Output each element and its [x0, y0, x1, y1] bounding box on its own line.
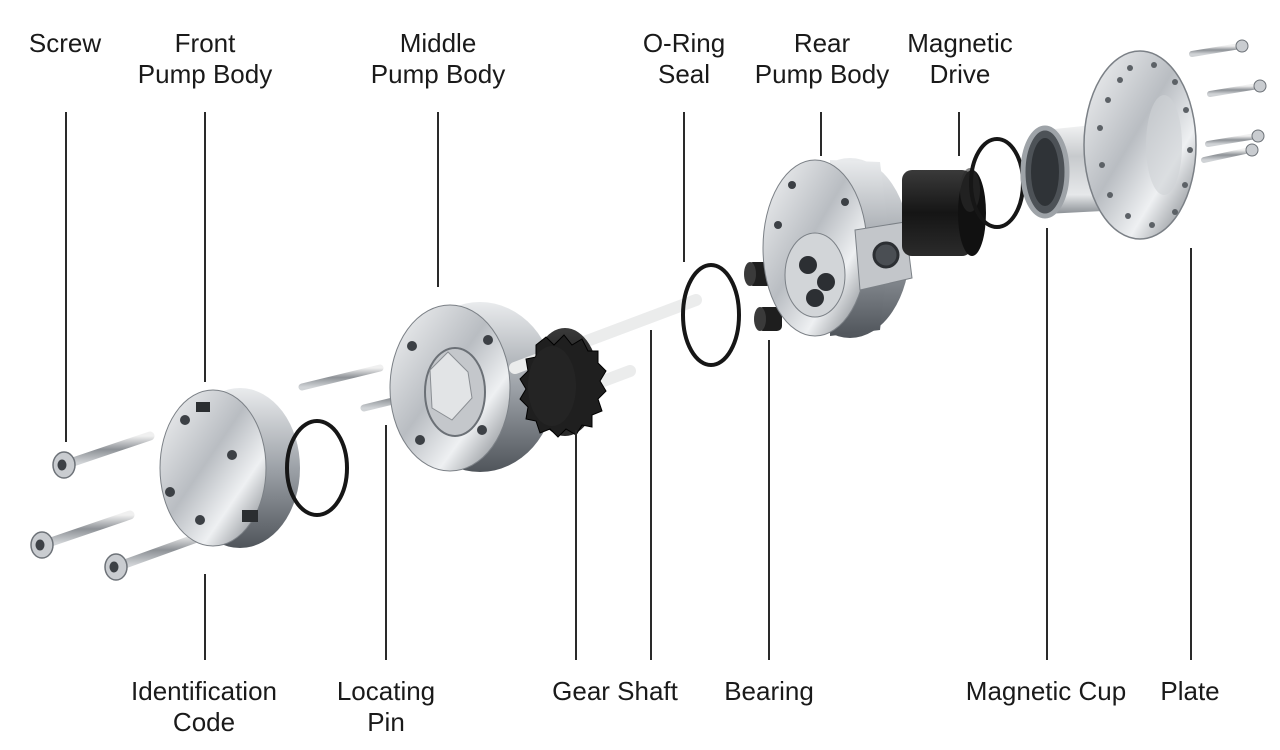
label-screw-line1: Screw — [28, 28, 102, 58]
label-magnetic-drive: Magnetic Drive — [907, 28, 1013, 90]
plate — [1083, 50, 1197, 240]
leader-front-pump-body — [204, 112, 206, 382]
label-rear-pump-body-line2: Pump Body — [754, 59, 890, 89]
label-magnetic-drive-line2: Drive — [929, 59, 991, 89]
label-locating-pin-line2: Pin — [367, 707, 405, 737]
label-front-pump-body-line1: Front — [174, 28, 236, 58]
label-bearing-line1: Bearing — [724, 676, 814, 706]
rear-pump-body — [762, 158, 913, 338]
plate-screws — [1189, 39, 1267, 163]
label-identification-code-line2: Code — [172, 707, 236, 737]
label-locating-pin-line1: Locating — [336, 676, 436, 706]
label-screw: Screw — [29, 28, 101, 59]
leader-rear-pump-body — [820, 112, 822, 156]
label-gear-shaft: Gear Shaft — [552, 676, 678, 707]
label-middle-pump-body-line1: Middle — [399, 28, 477, 58]
leader-screw — [65, 112, 67, 442]
label-magnetic-cup-line1: Magnetic Cup — [965, 676, 1127, 706]
label-rear-pump-body: Rear Pump Body — [755, 28, 889, 90]
label-middle-pump-body-line2: Pump Body — [370, 59, 506, 89]
label-gear-shaft-line1: Gear Shaft — [552, 676, 678, 706]
screw-2 — [30, 510, 135, 559]
label-locating-pin: Locating Pin — [337, 676, 435, 738]
label-o-ring-seal-line1: O-Ring — [642, 28, 726, 58]
leader-locating-pin — [385, 425, 387, 660]
leader-bearing — [768, 340, 770, 660]
leader-magnetic-cup — [1046, 228, 1048, 660]
label-front-pump-body: Front Pump Body — [138, 28, 272, 90]
leader-magnetic-drive — [958, 112, 960, 156]
label-identification-code: Identification Code — [131, 676, 277, 738]
label-bearing: Bearing — [724, 676, 814, 707]
screw-3 — [104, 530, 210, 581]
o-ring-1 — [285, 419, 349, 517]
label-magnetic-drive-line1: Magnetic — [907, 28, 1013, 58]
screw-1 — [52, 431, 155, 479]
label-o-ring-seal-line2: Seal — [657, 59, 711, 89]
label-identification-code-line1: Identification — [131, 676, 277, 706]
label-plate-line1: Plate — [1160, 676, 1220, 706]
front-pump-body — [159, 388, 300, 548]
label-front-pump-body-line2: Pump Body — [137, 59, 273, 89]
label-rear-pump-body-line1: Rear — [793, 28, 851, 58]
o-ring-2 — [681, 263, 741, 367]
label-o-ring-seal: O-Ring Seal — [643, 28, 725, 90]
leader-identification-code — [204, 574, 206, 660]
gears — [519, 328, 607, 438]
label-magnetic-cup: Magnetic Cup — [966, 676, 1126, 707]
label-middle-pump-body: Middle Pump Body — [371, 28, 505, 90]
magnetic-drive — [902, 168, 986, 256]
leader-shaft — [650, 330, 652, 660]
leader-middle-pump-body — [437, 112, 439, 287]
leader-gear — [575, 430, 577, 660]
label-plate: Plate — [1160, 676, 1219, 707]
leader-plate — [1190, 248, 1192, 660]
leader-o-ring-seal — [683, 112, 685, 262]
middle-pump-body — [389, 302, 555, 472]
